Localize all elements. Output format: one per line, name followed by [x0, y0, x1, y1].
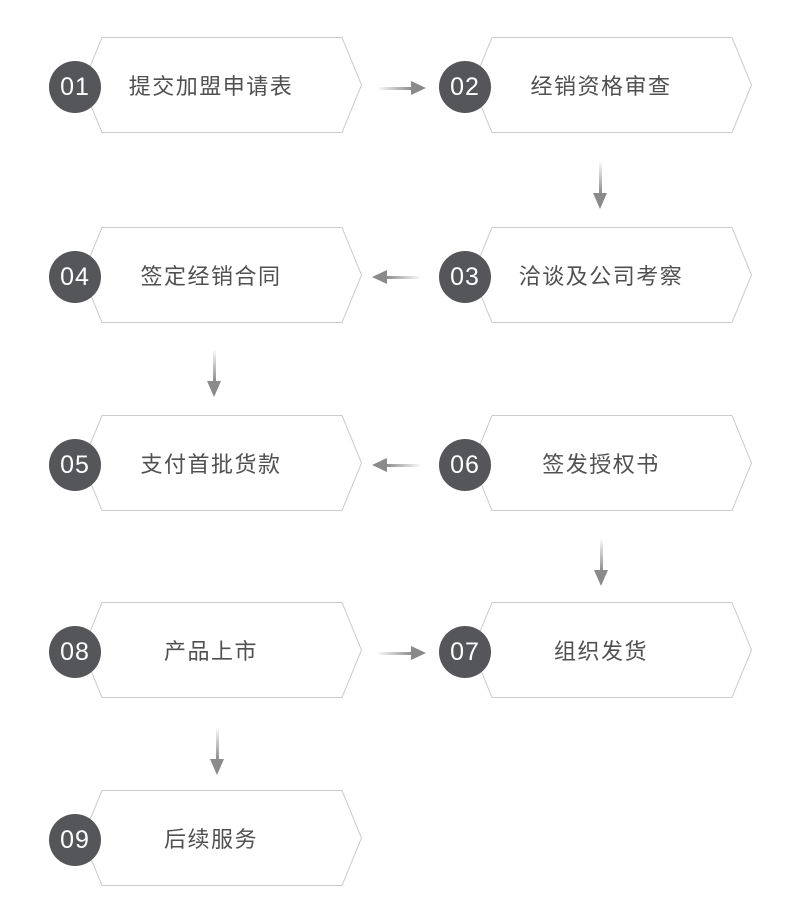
step-number-badge: 06: [439, 439, 491, 491]
step-label: 产品上市: [163, 639, 258, 664]
arrow-shaft: [378, 651, 411, 655]
step-label: 签发授权书: [542, 452, 660, 477]
step-label: 签定经销合同: [140, 264, 282, 289]
step-number: 09: [60, 825, 90, 854]
arrow-head-icon: [593, 193, 607, 209]
step-number-badge: 04: [49, 251, 101, 303]
step-node-07: 组织发货 07: [439, 602, 752, 698]
step-label: 组织发货: [553, 639, 648, 664]
step-number-badge: 01: [49, 61, 101, 113]
step-number-badge: 03: [439, 251, 491, 303]
step-number: 03: [450, 262, 480, 291]
arrow-head-icon: [210, 759, 224, 775]
step-node-02: 经销资格审查 02: [439, 37, 752, 133]
arrow-shaft: [212, 350, 216, 381]
step-node-05: 支付首批货款 05: [49, 415, 362, 511]
step-node-06: 签发授权书 06: [439, 415, 752, 511]
arrow-shaft: [378, 86, 411, 90]
step-label: 后续服务: [163, 827, 258, 852]
step-number: 05: [60, 450, 90, 479]
arrow-right-01-to-02: [378, 81, 426, 95]
step-number: 01: [60, 72, 90, 101]
step-number-badge: 02: [439, 61, 491, 113]
step-label: 洽谈及公司考察: [518, 264, 684, 289]
step-number: 08: [60, 637, 90, 666]
arrow-shaft: [215, 728, 219, 759]
step-label: 经销资格审查: [530, 74, 672, 99]
step-node-08: 产品上市 08: [49, 602, 362, 698]
step-number-badge: 05: [49, 439, 101, 491]
arrow-head-icon: [411, 646, 426, 660]
step-label: 支付首批货款: [140, 452, 282, 477]
arrow-down-04-to-05: [207, 350, 221, 397]
step-node-09: 后续服务 09: [49, 790, 362, 886]
arrow-right-08-to-07: [378, 646, 426, 660]
arrow-left-03-to-04: [372, 270, 420, 284]
step-node-03: 洽谈及公司考察 03: [439, 227, 752, 323]
step-number-badge: 08: [49, 626, 101, 678]
arrow-head-icon: [207, 381, 221, 397]
arrow-head-icon: [372, 270, 387, 284]
arrow-shaft: [598, 162, 602, 193]
arrow-down-06-to-07: [594, 539, 608, 586]
arrow-left-06-to-05: [372, 458, 420, 472]
arrow-down-02-to-03: [593, 162, 607, 209]
step-number: 06: [450, 450, 480, 479]
arrow-shaft: [387, 275, 420, 279]
step-label: 提交加盟申请表: [128, 74, 294, 99]
arrow-head-icon: [372, 458, 387, 472]
arrow-shaft: [387, 463, 420, 467]
arrow-shaft: [599, 539, 603, 570]
step-node-04: 签定经销合同 04: [49, 227, 362, 323]
step-number: 04: [60, 262, 90, 291]
step-number: 07: [450, 637, 480, 666]
step-number: 02: [450, 72, 480, 101]
step-node-01: 提交加盟申请表 01: [49, 37, 362, 133]
step-number-badge: 07: [439, 626, 491, 678]
step-number-badge: 09: [49, 814, 101, 866]
arrow-down-08-to-09: [210, 728, 224, 775]
arrow-head-icon: [594, 570, 608, 586]
arrow-head-icon: [411, 81, 426, 95]
